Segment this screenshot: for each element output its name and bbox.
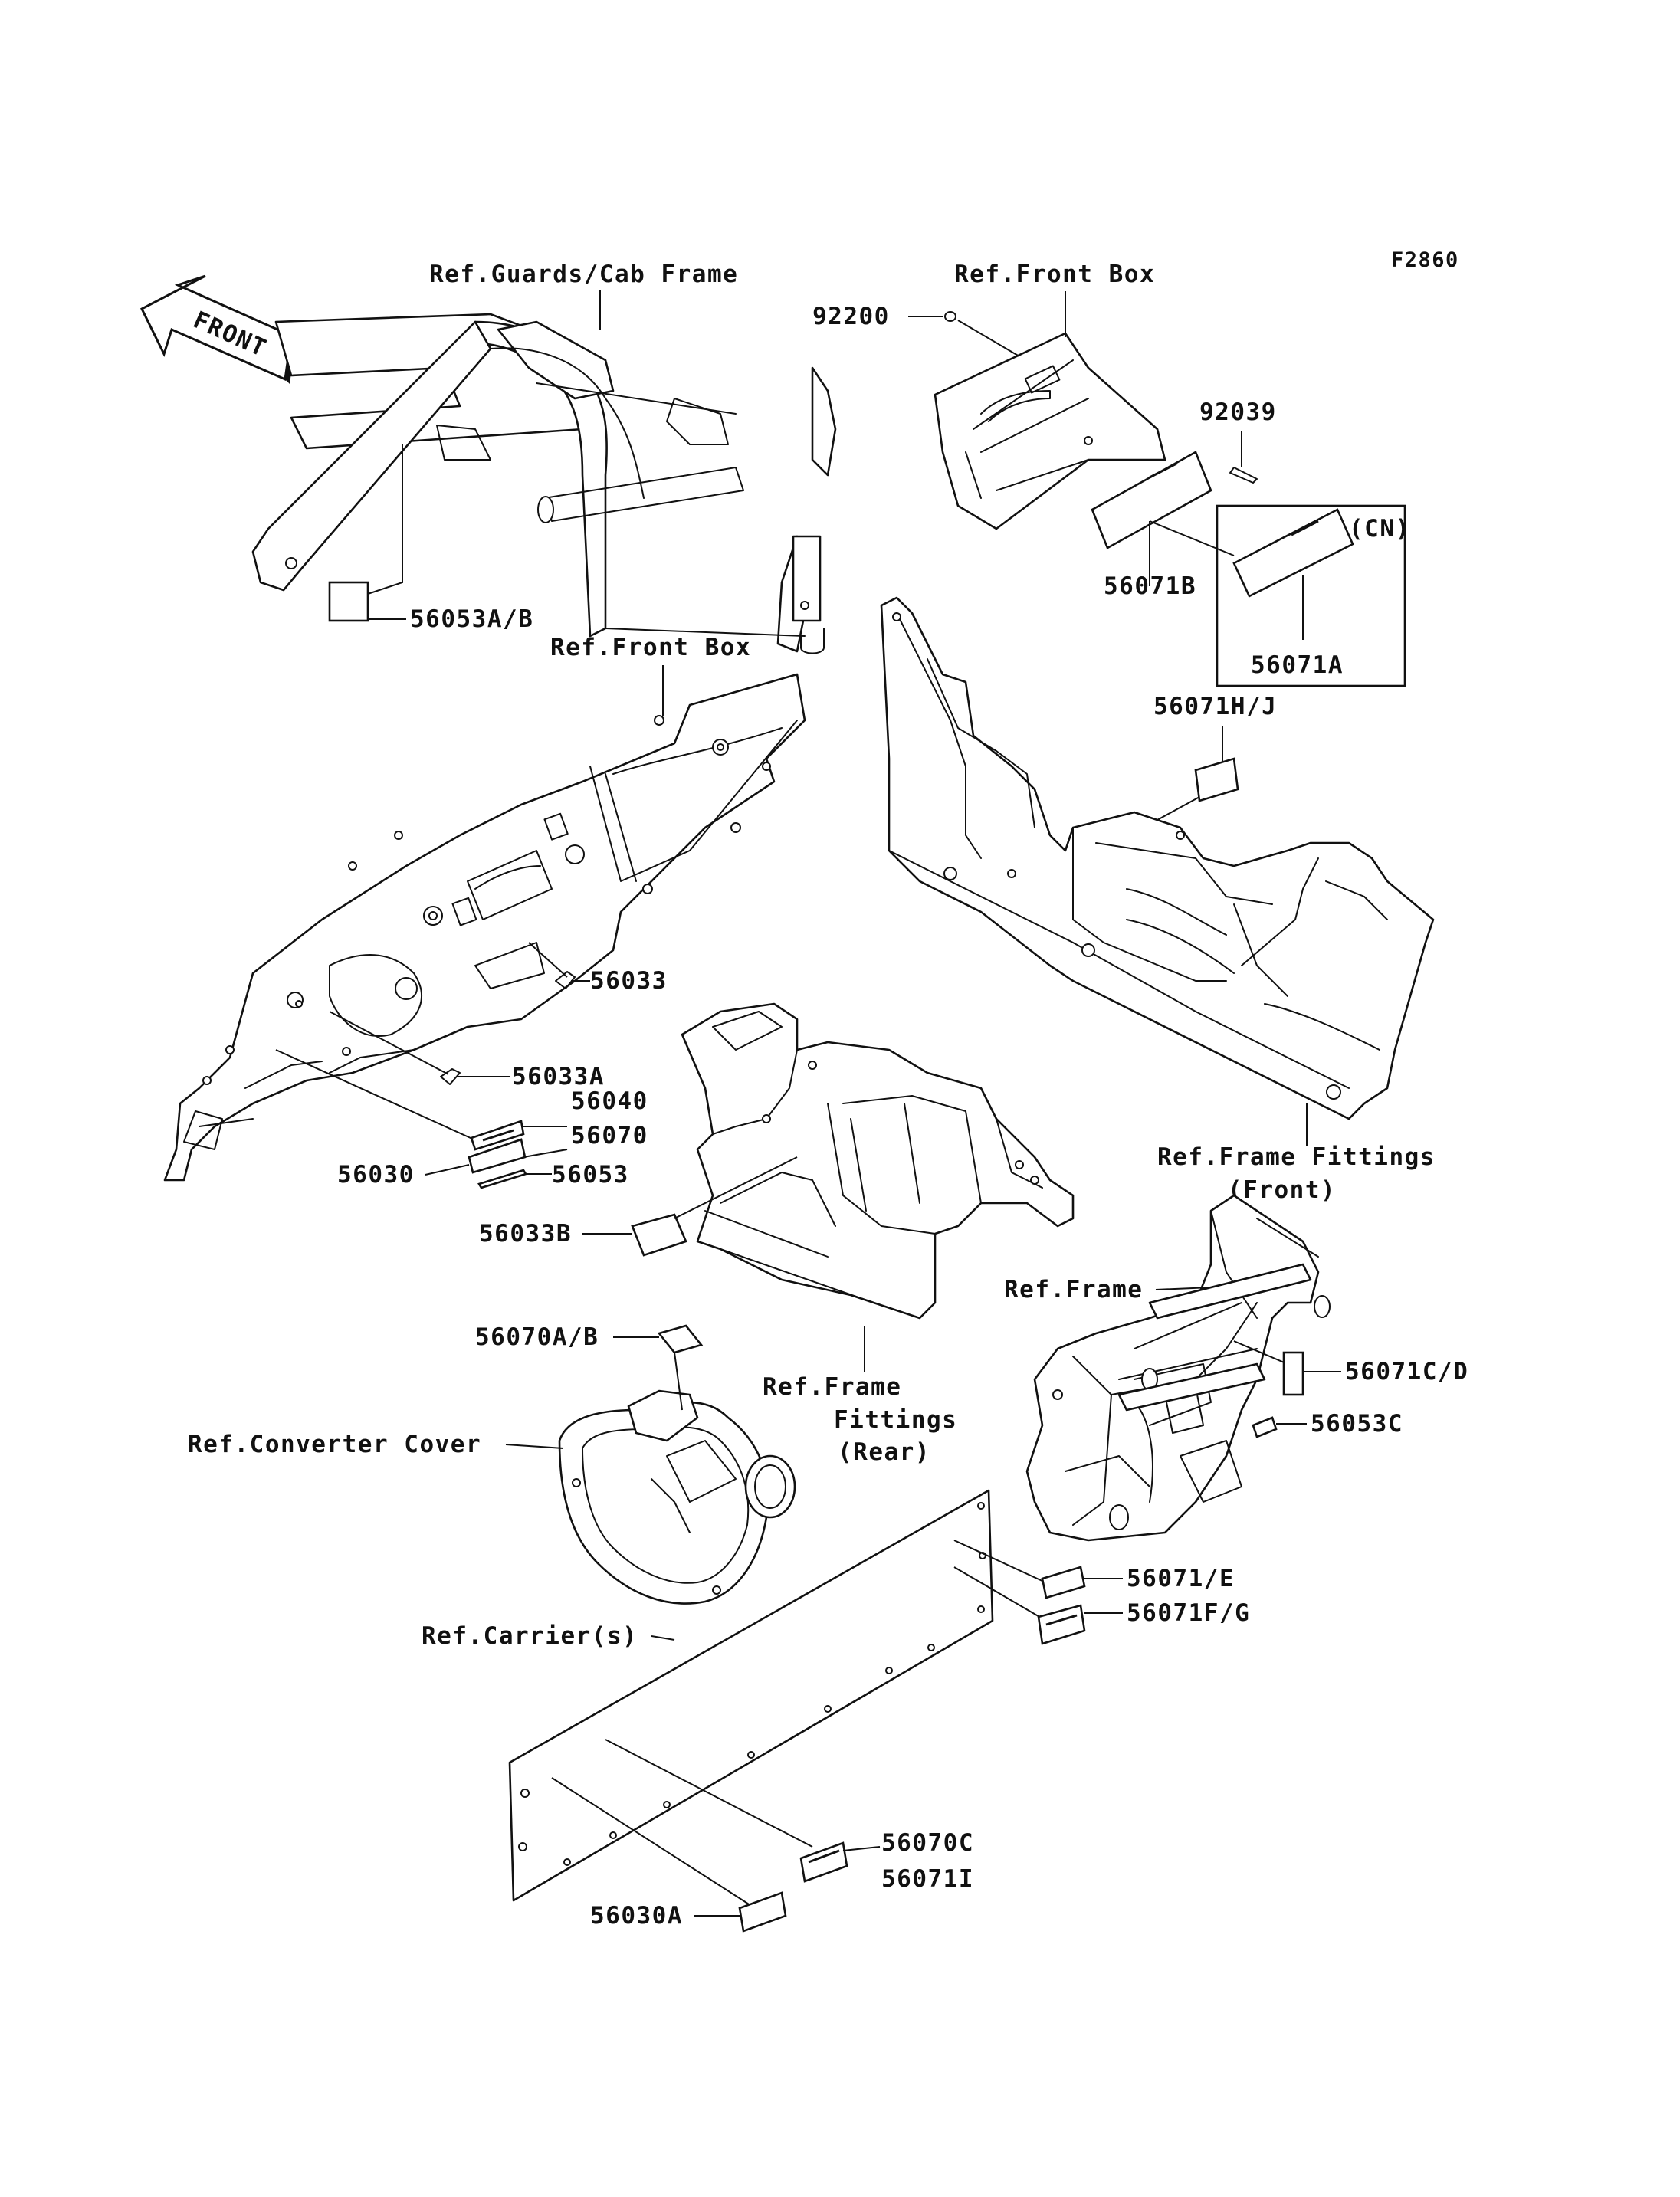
decal-56071hj: 56071H/J [1153, 693, 1277, 821]
part-56033: 56033 [528, 942, 668, 995]
decal-56053ab: 56053A/B [328, 444, 533, 633]
label-ref-frame-fittings-rear: Ref.Frame [763, 1373, 901, 1401]
label-ref-converter-cover: Ref.Converter Cover [188, 1431, 481, 1458]
figure-code: F2860 [1391, 248, 1459, 272]
label-ref-frame-fittings-rear-3: (Rear) [838, 1438, 930, 1466]
decal-56071b: 56071B [1091, 451, 1235, 600]
label-56071hj: 56071H/J [1153, 693, 1277, 720]
label-56071cd: 56071C/D [1345, 1358, 1468, 1385]
decal-56071cd: 56071C/D [1233, 1340, 1468, 1396]
label-56033: 56033 [590, 967, 668, 995]
front-arrow-icon: FRONT [140, 274, 296, 384]
label-ref-frame-fittings-rear-2: Fittings [834, 1406, 957, 1434]
label-ref-front-box-dash: Ref.Front Box [550, 634, 751, 661]
decal-56033b: 56033B [479, 1156, 798, 1257]
decal-56070ab: 56070A/B [475, 1323, 704, 1411]
label-56053: 56053 [552, 1161, 629, 1189]
dashboard-panel [163, 673, 806, 1182]
label-56071i: 56071I [881, 1865, 974, 1893]
label-cn: (CN) [1349, 515, 1411, 543]
front-box [934, 332, 1166, 530]
label-56070ab: 56070A/B [475, 1323, 599, 1351]
decal-56071e: 56071/E [953, 1540, 1235, 1599]
label-ref-frame-fittings-front-2: (Front) [1228, 1176, 1336, 1204]
label-56040: 56040 [571, 1087, 648, 1115]
label-56070c: 56070C [881, 1829, 974, 1857]
frame-rear [1025, 1194, 1331, 1542]
part-92200: 92200 [812, 303, 1020, 357]
label-56071b: 56071B [1104, 572, 1196, 600]
label-ref-front-box-top: Ref.Front Box [954, 261, 1155, 288]
part-92039: 92039 [1199, 398, 1277, 484]
decal-stack-56040: 56040 56070 56030 56053 [275, 1049, 648, 1189]
label-56053ab: 56053A/B [410, 605, 533, 633]
converter-cover [558, 1389, 796, 1605]
label-ref-guards-cab-frame: Ref.Guards/Cab Frame [429, 261, 738, 288]
label-56030: 56030 [337, 1161, 415, 1189]
label-56070: 56070 [571, 1122, 648, 1149]
decal-56071fg: 56071F/G [953, 1566, 1250, 1645]
label-56071e: 56071/E [1127, 1565, 1235, 1592]
decal-56053c: 56053C [1252, 1410, 1403, 1438]
label-56053c: 56053C [1311, 1410, 1403, 1438]
decal-56030a: 56030A [551, 1777, 787, 1933]
label-ref-frame: Ref.Frame [1004, 1276, 1143, 1303]
frame-fittings-front [880, 596, 1435, 1120]
decal-56070c: 56070C 56071I [605, 1739, 974, 1893]
label-92039: 92039 [1199, 398, 1277, 426]
part-56033a: 56033A [329, 1011, 605, 1090]
label-56033b: 56033B [479, 1220, 572, 1248]
label-56033a: 56033A [512, 1063, 605, 1090]
label-56071a: 56071A [1251, 651, 1344, 679]
cab-frame [251, 313, 837, 654]
label-56030a: 56030A [590, 1902, 683, 1930]
carrier-panel [508, 1489, 994, 1902]
label-ref-carriers: Ref.Carrier(s) [422, 1622, 638, 1650]
label-ref-frame-fittings-front: Ref.Frame Fittings [1157, 1143, 1436, 1171]
frame-fittings-rear [681, 1002, 1075, 1320]
label-56071fg: 56071F/G [1127, 1599, 1250, 1627]
cn-box: (CN) 56071A [1216, 504, 1411, 687]
label-92200: 92200 [812, 303, 890, 330]
